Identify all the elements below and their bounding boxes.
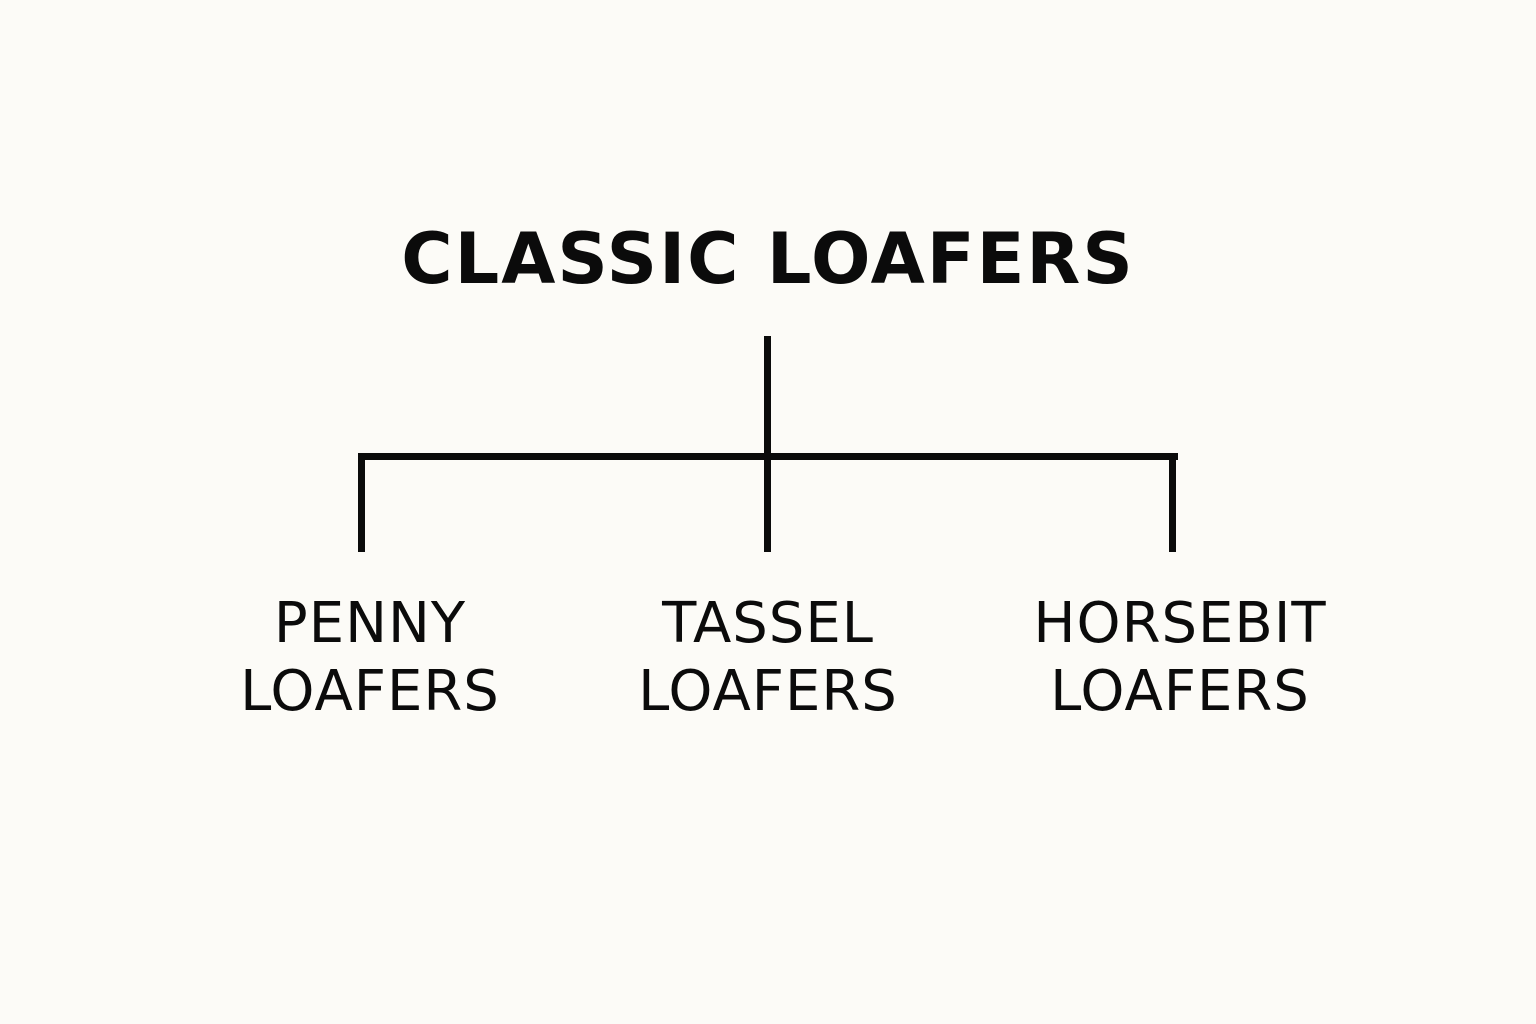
child-node-penny-loafers: PENNY LOAFERS bbox=[190, 590, 550, 726]
child-node-tassel-loafers: TASSEL LOAFERS bbox=[588, 590, 948, 726]
branch-crossbar-line bbox=[358, 453, 1178, 460]
child-node-label-line-1: HORSEBIT bbox=[1033, 591, 1327, 656]
child-node-label-line-1: TASSEL bbox=[662, 591, 874, 656]
branch-drop-left-line bbox=[358, 453, 365, 552]
root-stem-line bbox=[764, 336, 771, 552]
branch-drop-right-line bbox=[1169, 453, 1176, 552]
root-node-title: CLASSIC LOAFERS bbox=[401, 218, 1135, 300]
child-node-label-line-1: PENNY bbox=[273, 591, 467, 656]
child-node-label-line-2: LOAFERS bbox=[638, 659, 898, 724]
child-node-horsebit-loafers: HORSEBIT LOAFERS bbox=[1000, 590, 1360, 726]
child-node-label-line-2: LOAFERS bbox=[240, 659, 500, 724]
child-node-label-line-2: LOAFERS bbox=[1050, 659, 1310, 724]
